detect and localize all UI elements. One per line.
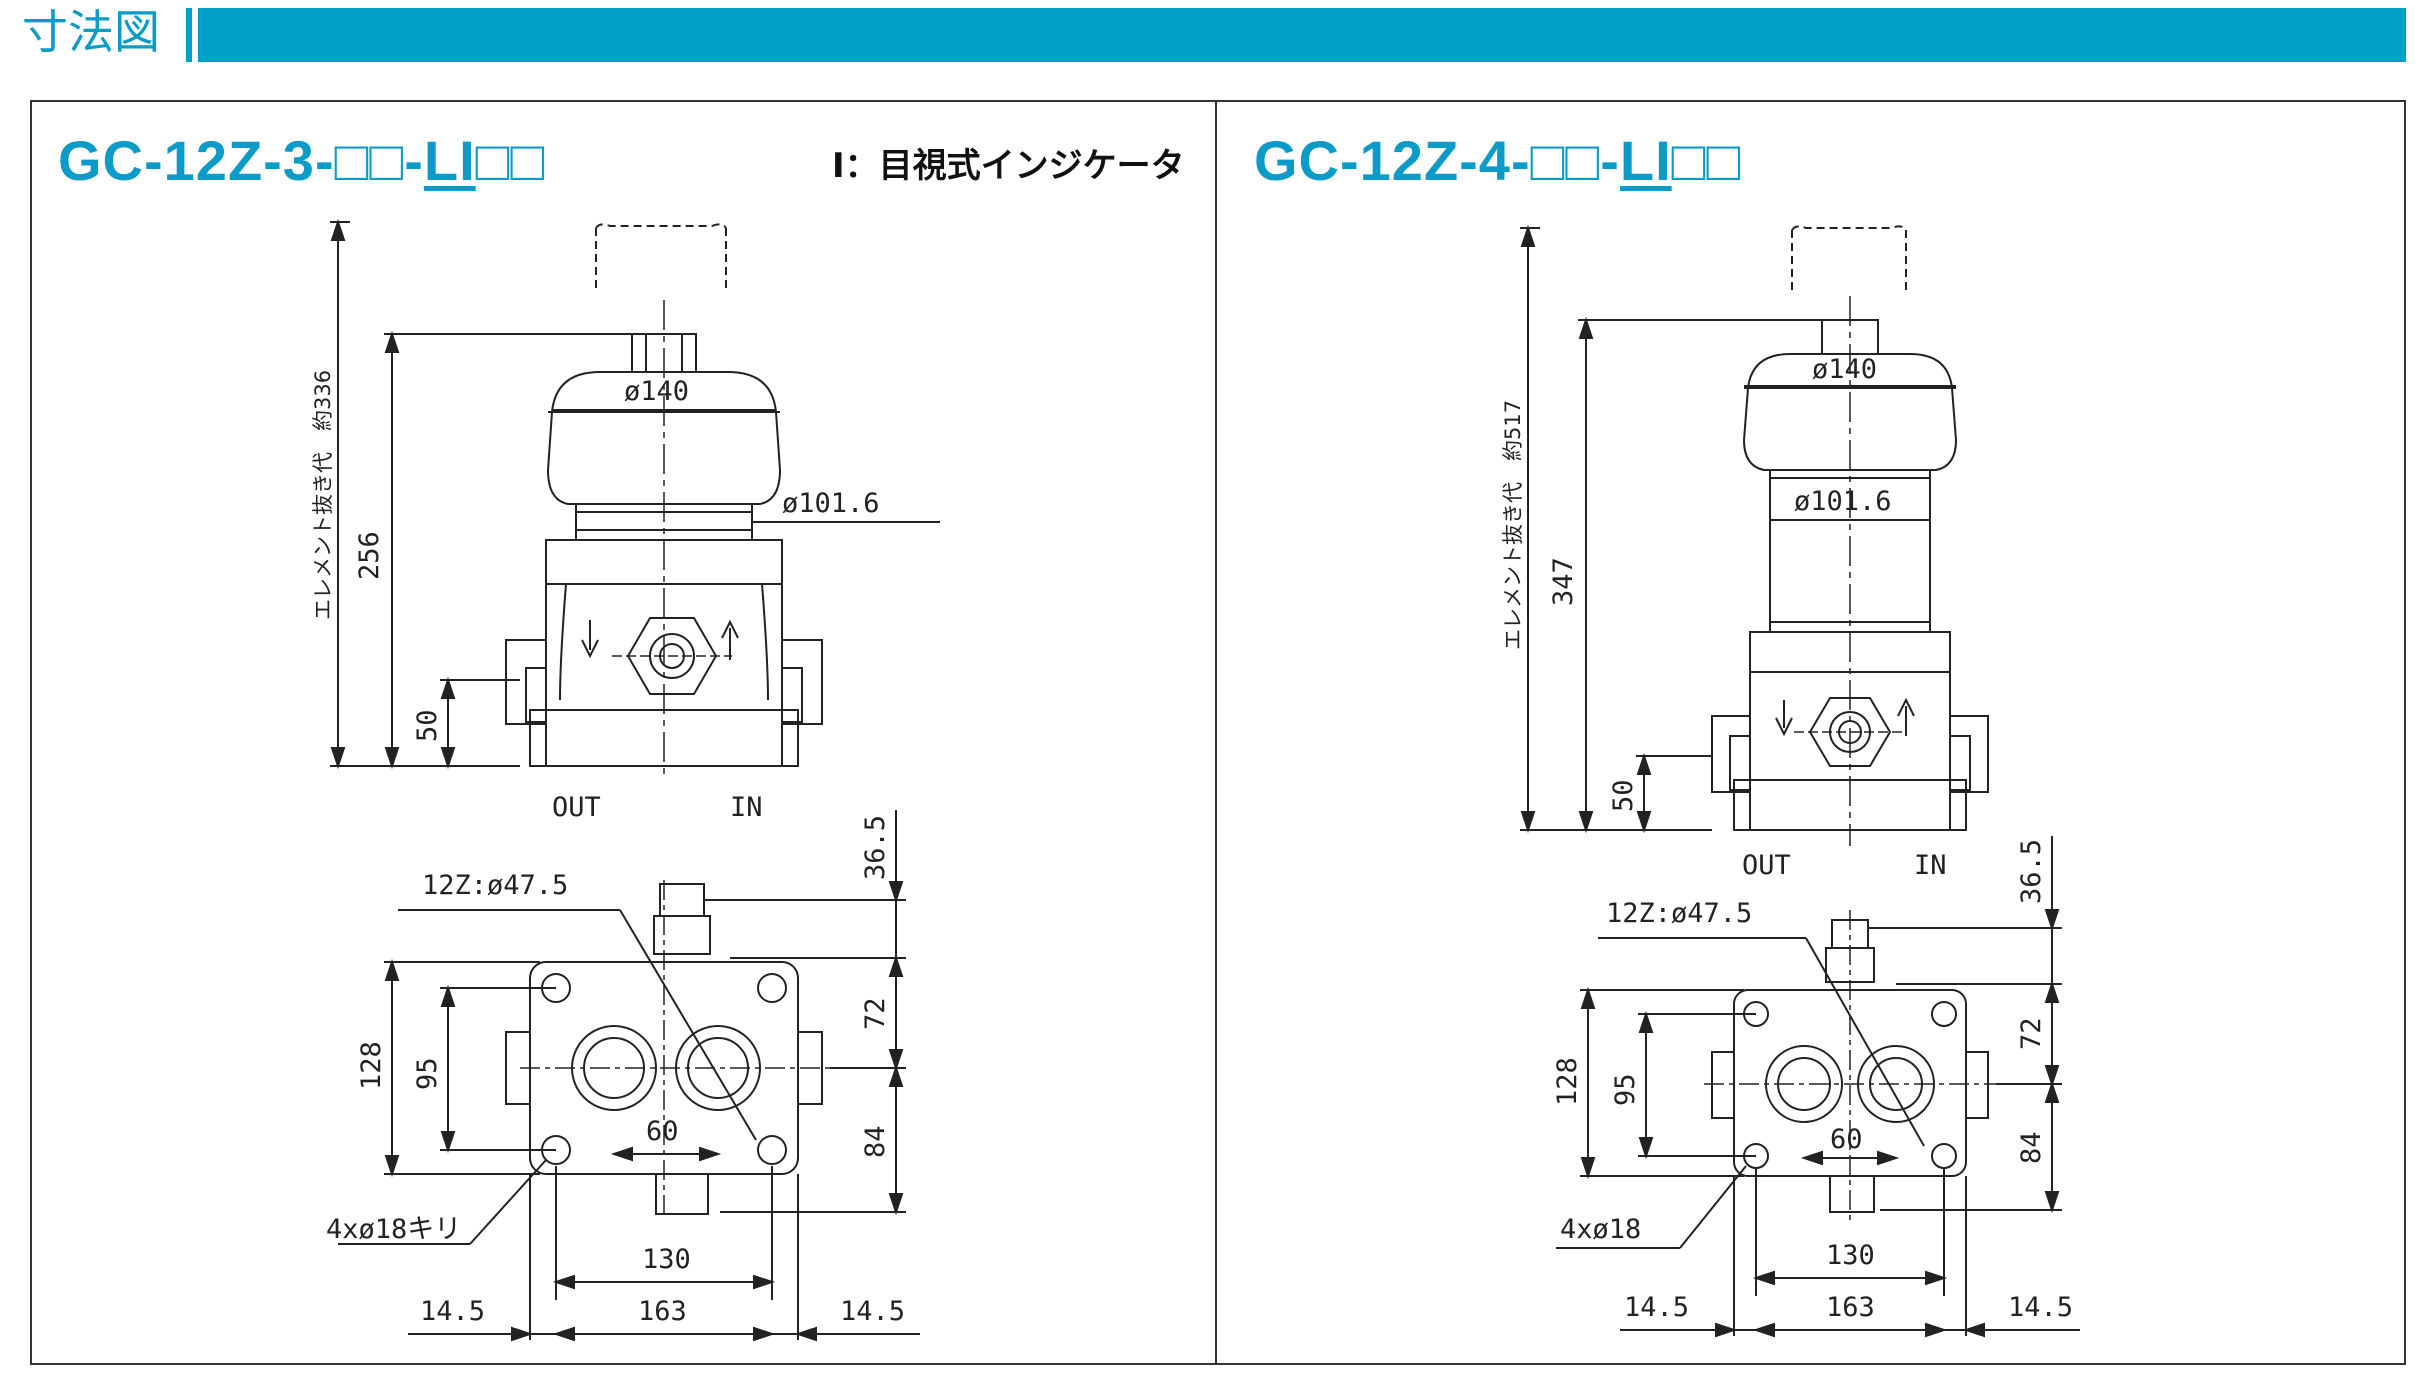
- left-dim-60: 60: [646, 1116, 679, 1147]
- page-title: 寸法図: [22, 5, 160, 59]
- right-front-view: [1520, 224, 1989, 846]
- left-label-in: IN: [730, 792, 763, 823]
- right-dim-95: 95: [1610, 1073, 1641, 1106]
- right-dim-128: 128: [1552, 1057, 1583, 1106]
- left-dim-130: 130: [642, 1244, 691, 1275]
- right-title-suffix: □□: [1671, 129, 1742, 192]
- left-title-prefix: GC-12Z-3-□□-: [58, 129, 424, 192]
- left-title-suffix: □□: [475, 129, 546, 192]
- left-dim-d140: ø140: [624, 376, 689, 407]
- right-bottom-view: [1556, 836, 2080, 1338]
- indicator-note: I：目視式インジケータ: [832, 146, 1185, 186]
- left-dim-port: 12Z:ø47.5: [422, 870, 568, 901]
- right-dim-port: 12Z:ø47.5: [1606, 898, 1752, 929]
- right-dim-72: 72: [2016, 1017, 2047, 1050]
- left-dim-50: 50: [412, 709, 443, 742]
- left-model-title: GC-12Z-3-□□-LI□□: [58, 128, 545, 193]
- left-dim-95: 95: [412, 1057, 443, 1090]
- left-label-out: OUT: [552, 792, 601, 823]
- left-dim-d1016: ø101.6: [782, 488, 880, 519]
- right-title-prefix: GC-12Z-4-□□-: [1254, 129, 1620, 192]
- right-dim-84: 84: [2016, 1131, 2047, 1164]
- right-dimension-labels: エレメント抜き代 約517 347 50 ø140 ø101.6 OUT IN …: [1501, 354, 2073, 1323]
- right-dim-d1016: ø101.6: [1794, 486, 1892, 517]
- left-bottom-view: [338, 810, 920, 1342]
- left-dim-14-5-a: 14.5: [420, 1296, 485, 1327]
- header-accent-notch: [186, 8, 192, 62]
- page-header: 寸法図: [0, 0, 2422, 66]
- left-dim-163: 163: [638, 1296, 687, 1327]
- right-dim-36-5: 36.5: [2016, 839, 2047, 904]
- right-dim-347: 347: [1548, 557, 1579, 606]
- drawing-frame: [30, 100, 2406, 1365]
- left-title-underlined: LI: [423, 129, 476, 192]
- left-dim-256: 256: [354, 531, 385, 580]
- right-element-removal-label: エレメント抜き代 約517: [1501, 400, 1525, 650]
- right-model-title: GC-12Z-4-□□-LI□□: [1254, 128, 1741, 193]
- left-front-view: [330, 218, 940, 780]
- right-dim-130: 130: [1826, 1240, 1875, 1271]
- left-dim-holes: 4xø18キリ: [326, 1214, 461, 1245]
- left-dim-36-5: 36.5: [860, 815, 891, 880]
- left-dim-72: 72: [860, 997, 891, 1030]
- right-dim-d140: ø140: [1812, 354, 1877, 385]
- right-dim-14-5-b: 14.5: [2008, 1292, 2073, 1323]
- right-label-out: OUT: [1742, 850, 1791, 881]
- header-accent-bar: [198, 8, 2406, 62]
- left-dimension-labels: エレメント抜き代 約336 256 50 ø140 ø101.6 OUT IN …: [311, 370, 905, 1327]
- right-dim-60: 60: [1830, 1124, 1863, 1155]
- right-dim-14-5-a: 14.5: [1624, 1292, 1689, 1323]
- right-title-underlined: LI: [1619, 129, 1672, 192]
- left-dim-14-5-b: 14.5: [840, 1296, 905, 1327]
- left-dim-84: 84: [860, 1125, 891, 1158]
- left-element-removal-label: エレメント抜き代 約336: [311, 370, 335, 620]
- right-dim-holes: 4xø18: [1560, 1214, 1641, 1245]
- right-dim-163: 163: [1826, 1292, 1875, 1323]
- right-dim-50: 50: [1608, 779, 1639, 812]
- panel-divider: [1215, 100, 1217, 1365]
- right-label-in: IN: [1914, 850, 1947, 881]
- left-dim-128: 128: [356, 1041, 387, 1090]
